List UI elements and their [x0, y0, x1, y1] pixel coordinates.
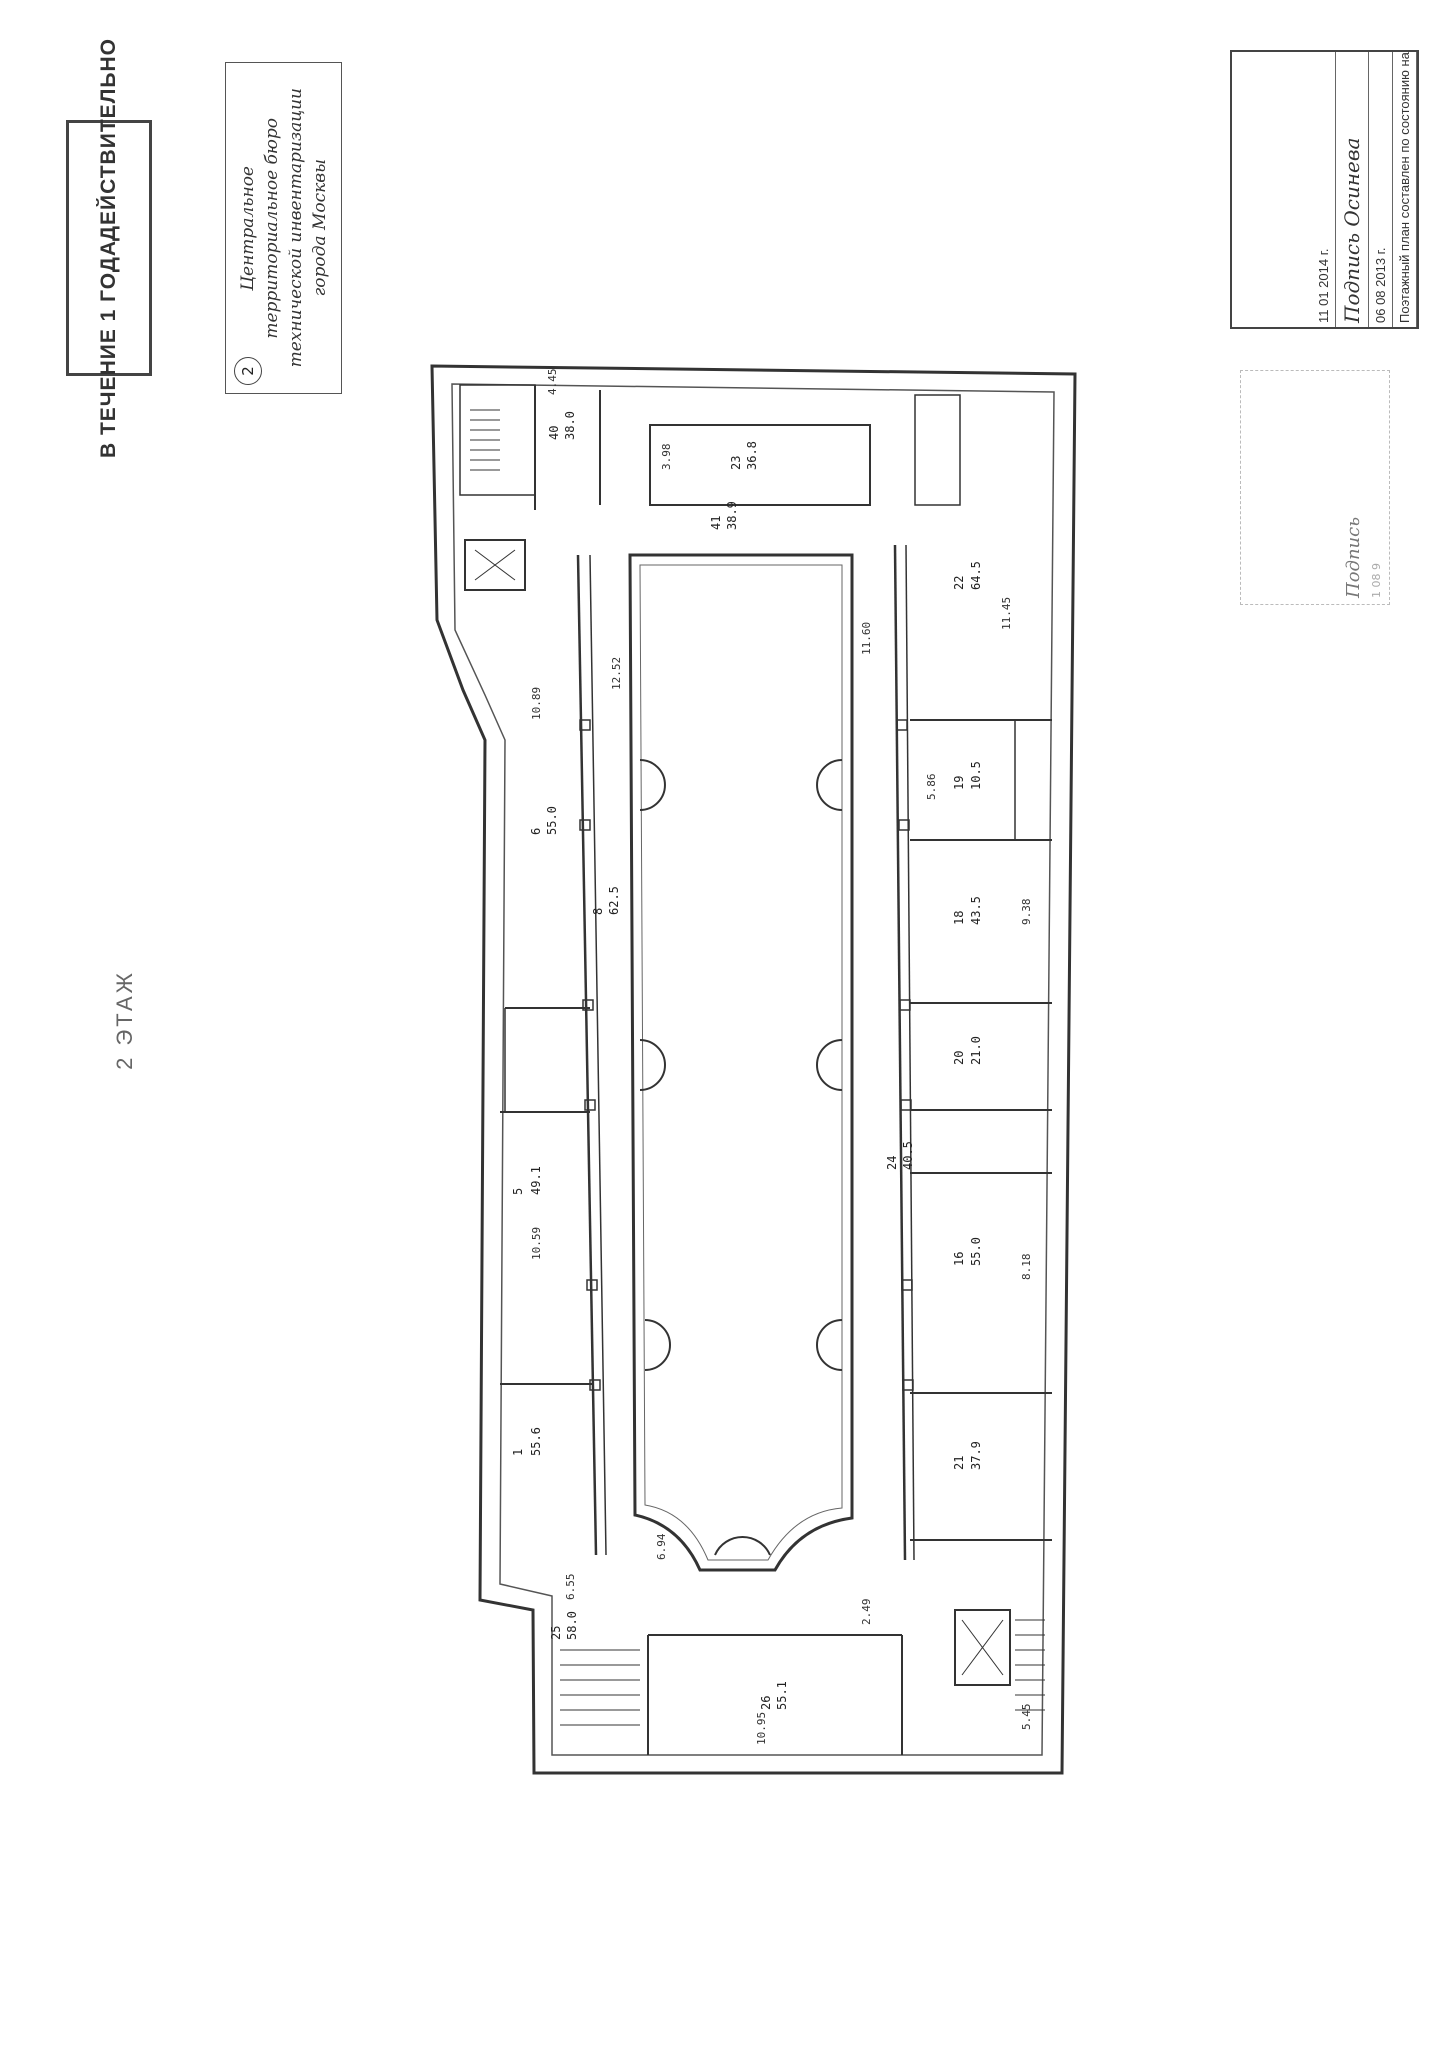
room-area: 40.5	[901, 1141, 915, 1170]
room-label: 16	[952, 1252, 966, 1266]
room-label: 23	[729, 456, 743, 470]
dimension-label: 2.49	[860, 1599, 873, 1626]
room-area: 10.5	[969, 761, 983, 790]
room-area: 38.9	[725, 501, 739, 530]
dimension-label: 10.89	[530, 687, 543, 720]
dimension-label: 5.45	[1020, 1704, 1033, 1731]
room-label: 20	[952, 1051, 966, 1065]
dimension-label: 12.52	[610, 657, 623, 690]
dimension-label: 10.59	[530, 1227, 543, 1260]
dimension-label: 11.45	[1000, 597, 1013, 630]
room-label: 1	[511, 1449, 525, 1456]
room-labels: 1 55.6 5 49.1 6 55.0 8 62.5 16 55.0 18 4…	[511, 411, 983, 1710]
room-area: 21.0	[969, 1036, 983, 1065]
building-outline	[430, 364, 1077, 1775]
room-label: 40	[547, 426, 561, 440]
dimension-label: 11.60	[860, 622, 873, 655]
room-label: 21	[952, 1456, 966, 1470]
bureau-number-circle: 2	[234, 357, 262, 385]
dimension-label: 8.18	[1020, 1254, 1033, 1281]
room-area: 36.8	[745, 441, 759, 470]
dimension-label: 5.86	[925, 774, 938, 801]
bureau-stamp: Центральное территориальное бюро техниче…	[225, 62, 342, 394]
room-label: 8	[591, 908, 605, 915]
dimension-label: 9.38	[1020, 899, 1033, 926]
room-area: 38.0	[563, 411, 577, 440]
room-area: 49.1	[529, 1166, 543, 1195]
faded-stamp: 1 08 9 Подпись	[1240, 370, 1390, 605]
room-label: 24	[885, 1156, 899, 1170]
dimension-label: 4.45	[546, 369, 559, 396]
room-area: 62.5	[607, 886, 621, 915]
dimension-label: 6.55	[564, 1574, 577, 1601]
room-area: 55.1	[775, 1681, 789, 1710]
room-area: 43.5	[969, 896, 983, 925]
room-area: 64.5	[969, 561, 983, 590]
room-area: 55.0	[969, 1237, 983, 1266]
room-label: 25	[549, 1626, 563, 1640]
room-label: 19	[952, 776, 966, 790]
room-label: 22	[952, 576, 966, 590]
room-area: 55.6	[529, 1427, 543, 1456]
room-label: 26	[759, 1696, 773, 1710]
building-inner-outline	[451, 383, 1055, 1756]
room-area: 55.0	[545, 806, 559, 835]
dimension-label: 10.95	[755, 1712, 768, 1745]
room-area: 37.9	[969, 1441, 983, 1470]
room-label: 6	[529, 828, 543, 835]
passport-stamp: Поэтажный план составлен по состоянию на…	[1230, 50, 1419, 329]
room-label: 41	[709, 516, 723, 530]
courtyard-outline	[628, 553, 854, 1572]
room-area: 58.0	[565, 1611, 579, 1640]
room-label: 5	[511, 1188, 525, 1195]
dimension-label: 6.94	[655, 1533, 668, 1560]
dimension-labels: 10.95 11.45 11.60 12.52 10.89 10.59 9.38…	[530, 369, 1033, 1746]
dimension-label: 3.98	[660, 444, 673, 471]
validity-stamp: ДЕЙСТВИТЕЛЬНО В ТЕЧЕНИЕ 1 ГОДА	[66, 38, 152, 459]
room-label: 18	[952, 911, 966, 925]
